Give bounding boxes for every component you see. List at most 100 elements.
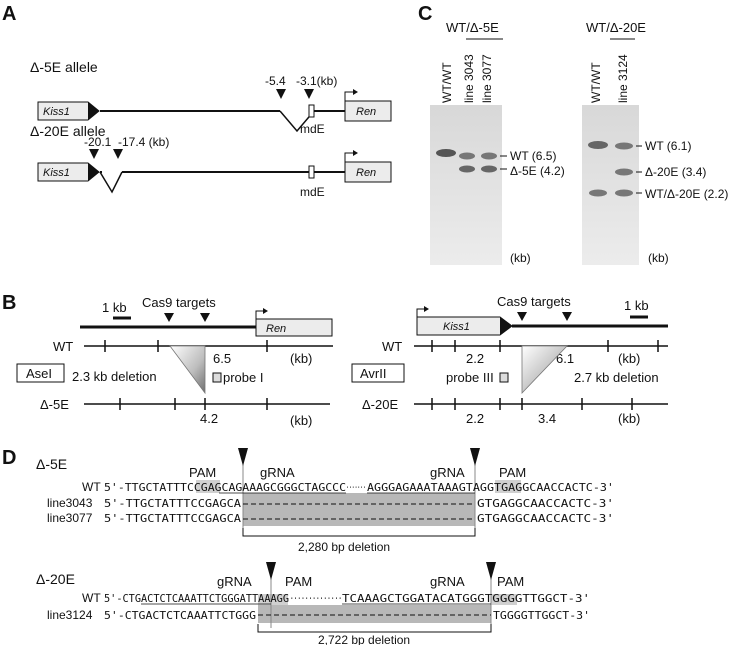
b-left-mut-unit: (kb) (290, 413, 312, 428)
d-block1-pam2: PAM (499, 465, 526, 480)
ren-gene-a2: Ren (344, 150, 392, 183)
blot2-band-22-lane2 (615, 189, 633, 197)
marker-a1-left (276, 89, 286, 99)
b-left-scale-label: 1 kb (102, 300, 127, 315)
b-right-row-wt: WT (382, 339, 402, 354)
kiss1-label: Kiss1 (43, 106, 70, 118)
d-block1-deleted-region (243, 493, 475, 526)
kiss1-label-2: Kiss1 (43, 167, 70, 179)
b-right-target1 (517, 312, 527, 321)
d-block2-row1-dots: ·············· (290, 592, 342, 605)
b-left-cas9-label: Cas9 targets (142, 295, 216, 310)
panel-d-letter: D (2, 447, 16, 469)
b-left-wt-unit: (kb) (290, 351, 312, 366)
d-block1-row2-name: line3043 (47, 496, 93, 510)
blot1-band-label-wt: WT (6.5) (510, 149, 556, 163)
b-left-enzyme: AseI (26, 366, 52, 381)
d-block1-pam2-highlight (495, 480, 521, 493)
marker-a2-left (89, 149, 99, 159)
b-left-ren-gene: Ren (255, 308, 333, 337)
d-block2-pam1-highlight (258, 594, 288, 605)
b-right-probe: probe III (446, 370, 494, 385)
b-right-deletion: 2.7 kb deletion (574, 370, 659, 385)
blot1-title: WT/Δ-5E (446, 20, 499, 35)
d-block1-row3-name: line3077 (47, 511, 93, 525)
d-block1-row2-left: 5'-TTGCTATTTCCGAGCA (104, 497, 241, 510)
b-left-probe: probe I (223, 370, 263, 385)
blot2-band-wt-lane2 (615, 142, 633, 150)
d-block1-pam1-highlight (196, 480, 220, 493)
d-block1-grna1: gRNA (260, 465, 295, 480)
b-right-mut-size2: 3.4 (538, 411, 556, 426)
b-left-mut-size: 4.2 (200, 411, 218, 426)
blot1-band-mut-lane3 (481, 165, 497, 173)
d-block2-row1-left: 5'-CTGACTCTCAAATTCTGGGATTAAAGG (104, 592, 289, 605)
d-block1-row1-name: WT (82, 480, 101, 494)
allele2-title: Δ-20E allele (30, 123, 106, 139)
b-right-kiss1-gene: Kiss1 (416, 306, 513, 336)
b-right-deletion-wedge (521, 345, 568, 394)
d-block2-row1-right: TCAAAGCTGGATACATGGGTGGGGTTGGCT-3' (342, 592, 590, 605)
b-right-kiss1-label: Kiss1 (443, 321, 470, 333)
d-block1-cut2 (470, 448, 480, 466)
b-left-target1 (164, 313, 174, 322)
blot1-lane-2: line 3043 (462, 54, 476, 103)
d-block2-bracket (257, 624, 492, 633)
d-block2-cut2 (486, 562, 496, 580)
d-block2-row2-right: TGGGGTTGGCT-3' (493, 609, 590, 622)
pos-a1-left: -5.4 (265, 74, 286, 88)
b-left-row-wt: WT (53, 339, 73, 354)
b-right-wt-size2: 6.1 (556, 351, 574, 366)
b-left-deletion: 2.3 kb deletion (72, 369, 157, 384)
panel-a-letter: A (2, 3, 16, 25)
d-block2-pam2: PAM (497, 574, 524, 589)
pos-a2-left: -20.1 (84, 135, 112, 149)
d-block1-row2-right: GTGAGGCAACCACTC-3' (477, 497, 614, 510)
blot2-band-wt-lane1 (588, 141, 608, 149)
b-right-probe-box (499, 372, 509, 383)
pos-a2-right: -17.4 (kb) (118, 135, 169, 149)
d-block1-row1-right: AGGGAGAAATAAAGTAGGTGAGGCAACCACTC-3' (367, 481, 614, 494)
marker-a2-right (113, 149, 123, 159)
b-right-scale-label: 1 kb (624, 298, 649, 313)
ren-label: Ren (356, 106, 376, 118)
b-right-wt-size1: 2.2 (466, 351, 484, 366)
blot2-band-label-wt: WT (6.1) (645, 139, 691, 153)
d-block1-grna2: gRNA (430, 465, 465, 480)
b-left-probe-box (212, 372, 222, 383)
blot1-band-mut-lane2 (459, 165, 475, 173)
d-block1-row1-dots: ······· (346, 481, 366, 494)
b-left-row-mut: Δ-5E (40, 397, 69, 412)
d-block1-cut1 (238, 448, 248, 466)
blot1-gel (430, 105, 502, 265)
d-block1-pam1: PAM (189, 465, 216, 480)
d-block2-title: Δ-20E (36, 571, 75, 587)
pos-a1-right: -3.1(kb) (296, 74, 337, 88)
b-left-wt-size: 6.5 (213, 351, 231, 366)
allele1-title: Δ-5E allele (30, 59, 98, 75)
ren-label-2: Ren (356, 167, 376, 179)
d-block2-deletion: 2,722 bp deletion (318, 633, 410, 645)
mde-label-a1: mdE (300, 122, 325, 136)
d-block2-grna1: gRNA (217, 574, 252, 589)
d-block2-row2-name: line3124 (47, 608, 93, 622)
d-block2-pam1: PAM (285, 574, 312, 589)
blot1-band-label-mut: Δ-5E (4.2) (510, 164, 565, 178)
d-block1-deletion: 2,280 bp deletion (298, 540, 390, 554)
d-block2-pam2-highlight (491, 594, 517, 605)
blot2-band-34-lane2 (615, 168, 633, 176)
blot2-lane-1: WT/WT (589, 62, 603, 103)
d-block1-row1-left: 5'-TTGCTATTTCCGAGCAGAAAGCGGGCTAGCCC (104, 481, 346, 494)
blot2-band-label-het: WT/Δ-20E (2.2) (645, 187, 728, 201)
d-block2-cut1 (266, 562, 276, 580)
b-right-target2 (562, 312, 572, 321)
mde-box-a2 (308, 165, 315, 179)
blot2-gel (582, 105, 639, 265)
b-right-cas9-label: Cas9 targets (497, 294, 571, 309)
b-right-mut-size1: 2.2 (466, 411, 484, 426)
ren-gene-a1: Ren (344, 89, 392, 122)
b-left-enzyme-box (16, 363, 65, 383)
blot2-title: WT/Δ-20E (586, 20, 646, 35)
b-left-target2 (200, 313, 210, 322)
d-block2-deleted-region (258, 605, 491, 623)
